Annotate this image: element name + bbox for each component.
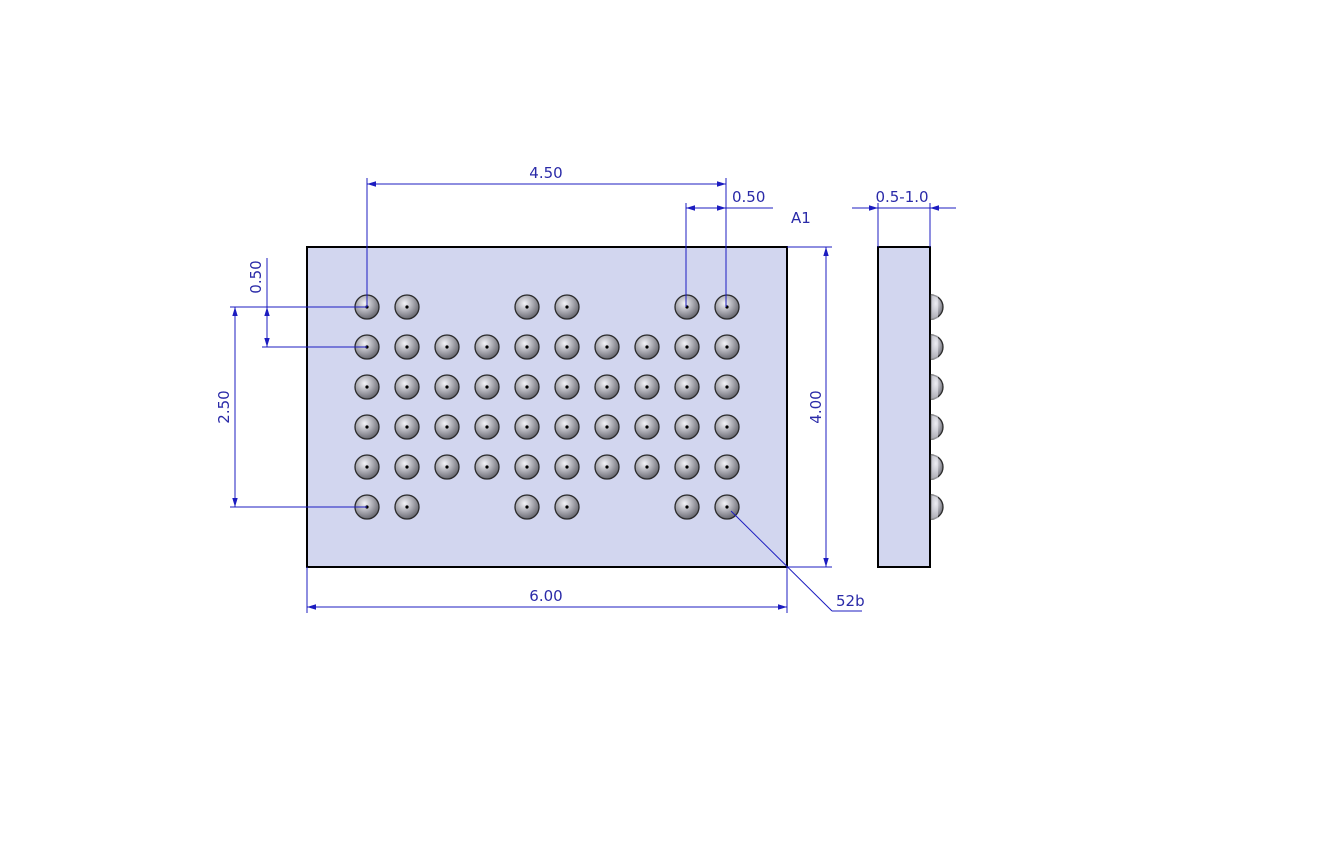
ball-count-leader: 52b [730, 510, 865, 612]
solder-ball [714, 454, 740, 480]
side-solder-ball [930, 334, 944, 360]
solder-ball [514, 494, 540, 520]
side-solder-ball [930, 294, 944, 320]
solder-ball [514, 414, 540, 440]
solder-ball [554, 294, 580, 320]
dimension-width: 6.00 [306, 567, 788, 613]
package-body-top-view [306, 246, 788, 568]
dimension-height: 4.00 [787, 246, 832, 568]
dim-pitch-y-label: 0.50 [247, 260, 265, 293]
solder-ball [394, 454, 420, 480]
dim-pitch-x-label: 0.50 [732, 188, 765, 206]
solder-ball [634, 454, 660, 480]
solder-ball [434, 374, 460, 400]
solder-ball [394, 294, 420, 320]
solder-ball [394, 494, 420, 520]
dimension-span-y: 2.50 [215, 306, 367, 508]
solder-ball [714, 374, 740, 400]
solder-ball [554, 494, 580, 520]
solder-ball [674, 374, 700, 400]
solder-ball [434, 334, 460, 360]
solder-ball [594, 414, 620, 440]
solder-ball [514, 374, 540, 400]
solder-ball [634, 334, 660, 360]
solder-ball [474, 374, 500, 400]
side-solder-ball [930, 454, 944, 480]
dimension-pitch-y: 0.50 [247, 258, 367, 348]
dimension-thickness: 0.5-1.0 [852, 188, 956, 247]
solder-ball [394, 334, 420, 360]
package-body-side-view [877, 246, 931, 568]
solder-ball [554, 454, 580, 480]
solder-ball [554, 414, 580, 440]
solder-ball [514, 294, 540, 320]
side-solder-ball [930, 374, 944, 400]
solder-ball [434, 414, 460, 440]
pin-a1-label: A1 [791, 209, 811, 227]
solder-ball [634, 374, 660, 400]
dimension-pitch-x: 0.50 [685, 188, 773, 307]
solder-ball [474, 414, 500, 440]
solder-ball [394, 374, 420, 400]
dim-thickness-label: 0.5-1.0 [875, 188, 928, 206]
solder-ball [674, 414, 700, 440]
solder-ball [394, 414, 420, 440]
solder-ball [714, 334, 740, 360]
dim-span-y-label: 2.50 [215, 390, 233, 423]
ball-count-label: 52b [836, 592, 865, 610]
solder-ball [594, 334, 620, 360]
solder-ball [474, 334, 500, 360]
solder-ball [354, 374, 380, 400]
solder-ball [674, 454, 700, 480]
solder-ball [714, 414, 740, 440]
ball-grid [354, 294, 740, 520]
solder-ball [674, 294, 700, 320]
side-view-balls [930, 294, 944, 520]
dim-span-x-label: 4.50 [529, 164, 562, 182]
solder-ball [434, 454, 460, 480]
solder-ball [554, 374, 580, 400]
solder-ball [514, 454, 540, 480]
dim-width-label: 6.00 [529, 587, 562, 605]
solder-ball [674, 334, 700, 360]
solder-ball [594, 454, 620, 480]
side-solder-ball [930, 494, 944, 520]
solder-ball [474, 454, 500, 480]
solder-ball [554, 334, 580, 360]
solder-ball [354, 414, 380, 440]
solder-ball [354, 454, 380, 480]
dim-height-label: 4.00 [807, 390, 825, 423]
solder-ball [714, 294, 740, 320]
dimension-span-x: 4.50 [366, 164, 727, 307]
solder-ball [634, 414, 660, 440]
solder-ball [594, 374, 620, 400]
solder-ball [674, 494, 700, 520]
side-solder-ball [930, 414, 944, 440]
solder-ball [514, 334, 540, 360]
